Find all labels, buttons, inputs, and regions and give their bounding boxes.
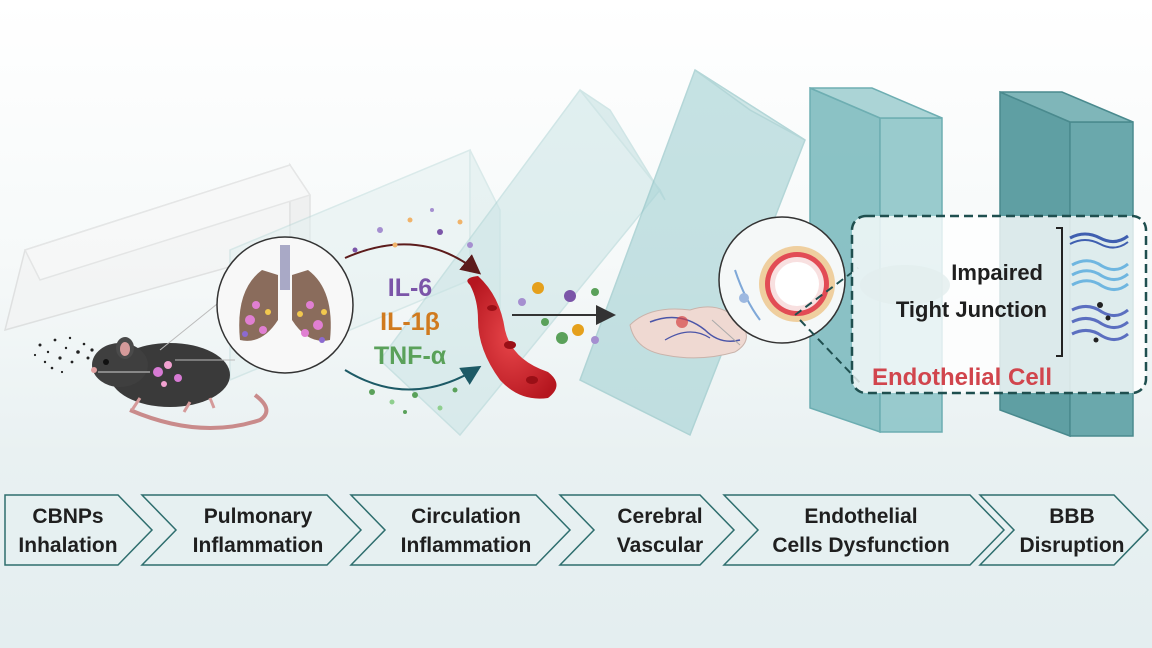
cytokine-il1b: IL-1β [380, 308, 440, 336]
lung-magnifier [159, 236, 354, 374]
step-cbnps-inhalation: CBNPs Inhalation [4, 494, 154, 566]
step-4-line1: Cerebral [617, 505, 702, 528]
step-6-line1: BBB [1049, 505, 1095, 528]
step-bbb-disruption: BBB Disruption [978, 494, 1150, 566]
step-6-line2: Disruption [1020, 534, 1125, 557]
circulating-particles [512, 282, 616, 344]
step-pulmonary-inflammation: Pulmonary Inflammation [140, 494, 363, 566]
tight-junction-proteins [1069, 232, 1129, 343]
mouse-illustration [91, 337, 269, 430]
endothelial-cell-label: Endothelial Cell [872, 364, 1052, 391]
junction-bracket [1056, 227, 1063, 357]
step-circulation-inflammation: Circulation Inflammation [349, 494, 572, 566]
step-cerebral-vascular: Cerebral Vascular [558, 494, 736, 566]
step-5-line1: Endothelial [804, 505, 917, 528]
cytokine-tnfa: TNF-α [374, 342, 447, 370]
step-3-line1: Circulation [411, 505, 521, 528]
cytokine-il6: IL-6 [388, 274, 432, 302]
process-steps: CBNPs Inhalation Pulmonary Inflammation … [4, 494, 1150, 566]
step-1-line1: CBNPs [32, 505, 103, 528]
vessel-cross-section [711, 216, 846, 346]
junction-callout: Impaired Tight Junction Endothelial Cell [794, 214, 1148, 395]
step-2-line2: Inflammation [193, 534, 324, 557]
step-2-line1: Pulmonary [204, 505, 313, 528]
junction-title-line2: Tight Junction [896, 297, 1047, 322]
step-3-line2: Inflammation [401, 534, 532, 557]
step-1-line2: Inhalation [18, 534, 117, 557]
particle-spray [33, 336, 94, 374]
junction-title-line1: Impaired [951, 260, 1043, 285]
cytokine-labels: IL-6 IL-1β TNF-α [374, 274, 447, 370]
step-4-line2: Vascular [617, 534, 703, 557]
step-endothelial-dysfunction: Endothelial Cells Dysfunction [722, 494, 1006, 566]
cytokine-particles [344, 208, 482, 414]
blood-vessel [467, 276, 557, 399]
brain-illustration [629, 306, 747, 359]
prism-4 [579, 68, 806, 437]
step-5-line2: Cells Dysfunction [772, 534, 949, 557]
